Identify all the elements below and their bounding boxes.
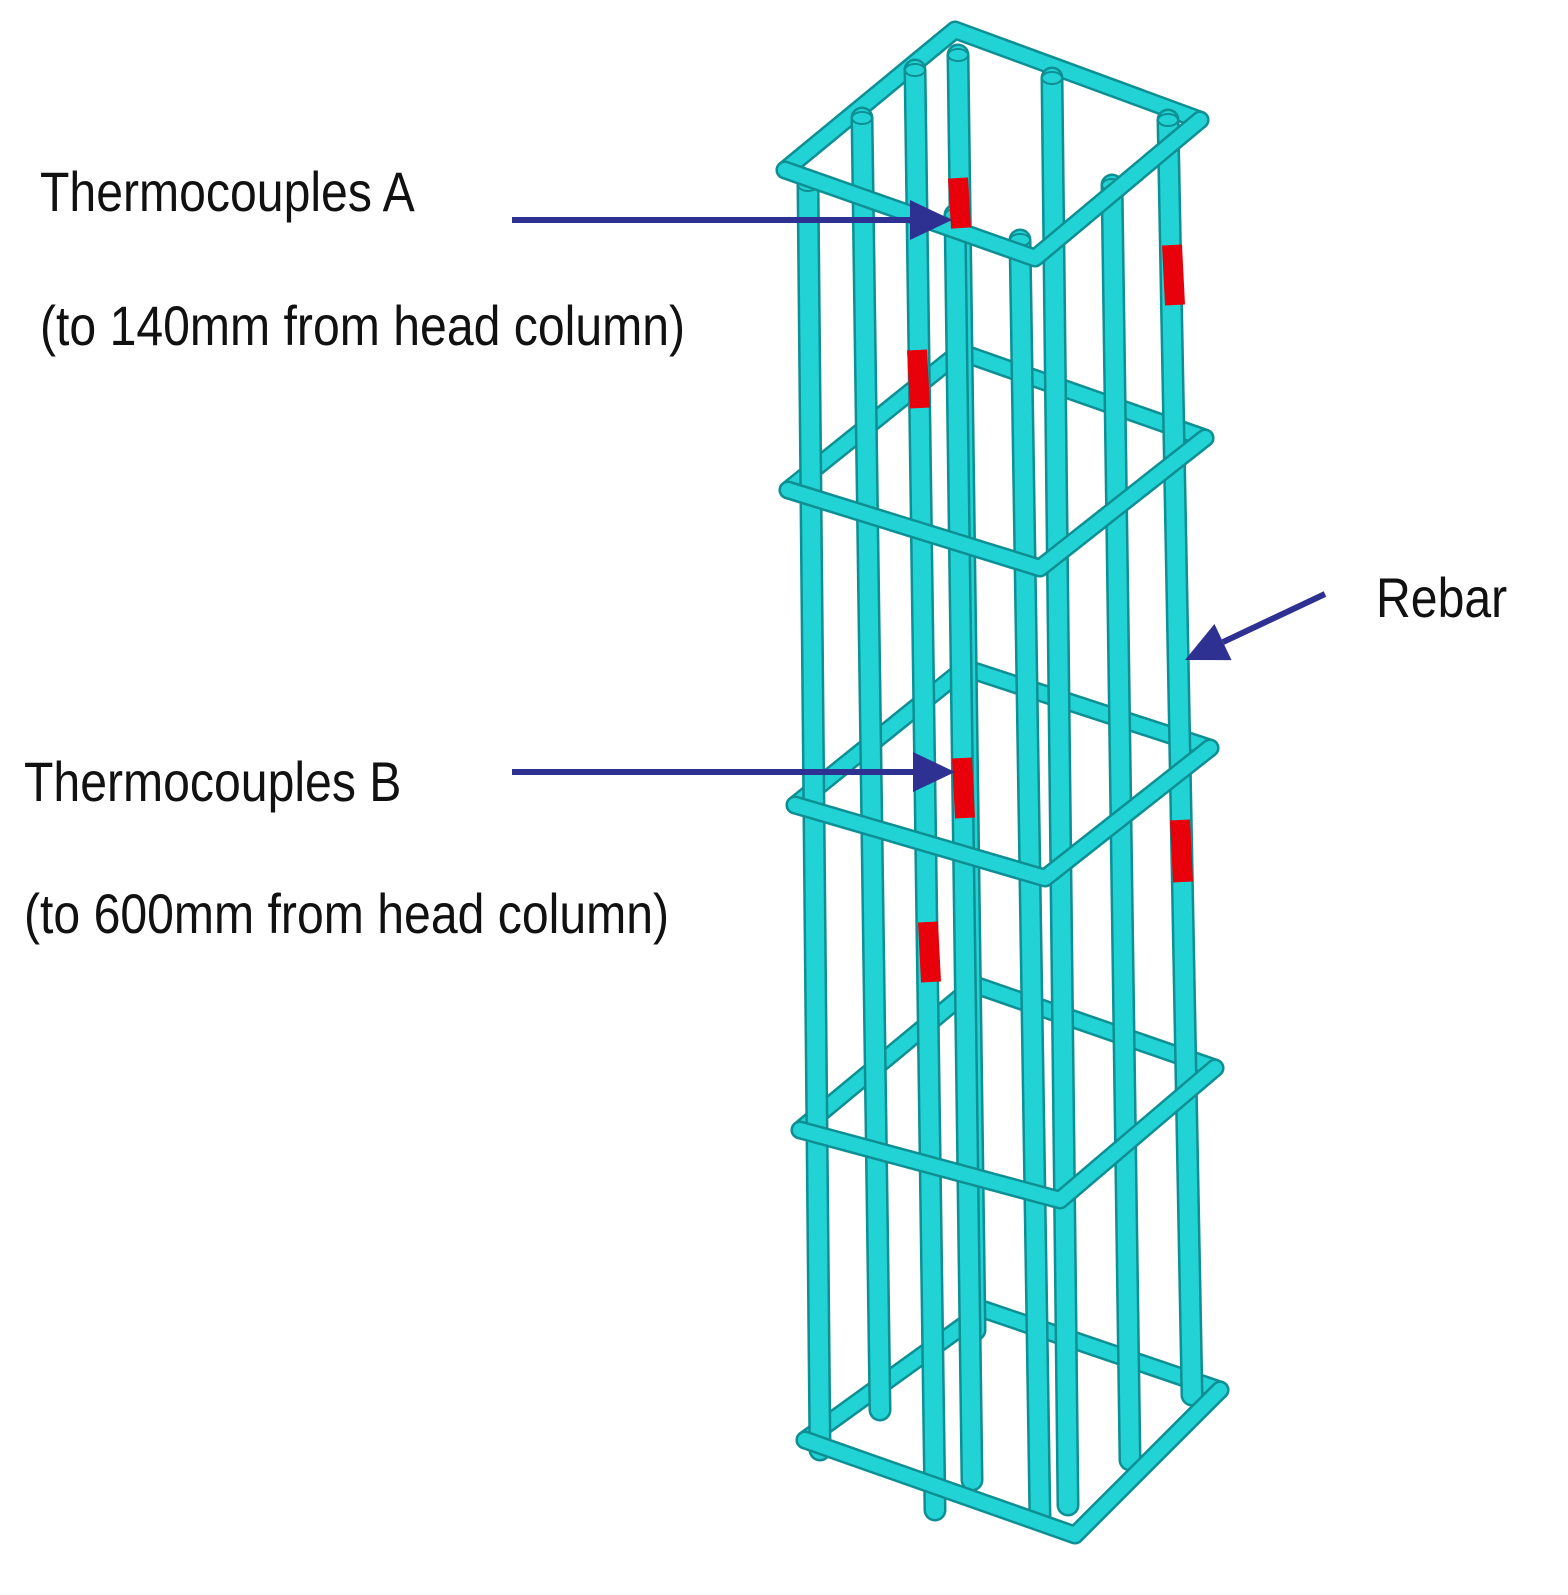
thermocouple-marker-5 <box>1170 819 1193 883</box>
tie-5-front-edge <box>798 1383 1227 1542</box>
thermocouples-b-location-note: (to 600mm from head column) <box>24 882 670 945</box>
rebar-arrow-head <box>1185 623 1232 661</box>
longitudinal-bar-2 <box>853 109 889 1419</box>
longitudinal-bar-5 <box>1043 69 1077 1514</box>
thermocouple-marker-2 <box>1162 244 1185 306</box>
rebar-arrow-shaft <box>1221 591 1327 645</box>
longitudinal-bar-7 <box>1159 111 1201 1404</box>
tie-4-back-edge-outline <box>790 975 1225 1140</box>
longitudinal-bars <box>796 43 1204 1532</box>
pointer-arrows <box>512 200 1327 792</box>
longitudinal-bar-3 <box>906 61 944 1519</box>
thermocouples-b-arrow-head <box>913 752 955 792</box>
tie-5-back-edge <box>798 1303 1227 1447</box>
thermocouple-marker-1 <box>948 177 971 229</box>
cage-front-layer <box>775 110 1230 1545</box>
tie-3-back-edge-outline <box>785 658 1220 815</box>
tie-2-front-edge <box>781 431 1212 575</box>
tie-3-front-edge <box>788 741 1217 885</box>
thermocouples-b-label: Thermocouples B <box>24 750 402 813</box>
rebar-label: Rebar <box>1376 566 1508 629</box>
thermocouple-marker-4 <box>952 757 975 819</box>
tie-4-front-edge <box>793 1061 1222 1207</box>
tie-1-front-edge <box>778 113 1207 265</box>
bar-end-cap-4 <box>947 48 969 62</box>
thermocouples-a-arrow-head <box>910 200 952 240</box>
thermocouple-marker-6 <box>918 921 941 983</box>
thermocouple-marker-3 <box>907 349 930 409</box>
bar-end-cap-2 <box>851 111 873 125</box>
bar-end-cap-7 <box>1157 113 1179 127</box>
bar-end-cap-3 <box>904 63 926 77</box>
tie-4-back-edge <box>793 978 1222 1137</box>
thermocouples-a-location-note: (to 140mm from head column) <box>40 294 686 357</box>
bar-end-cap-5 <box>1041 71 1063 85</box>
tie-1-back-edge <box>778 23 1207 177</box>
thermocouples-a-label: Thermocouples A <box>40 160 415 223</box>
thermocouple-markers <box>907 177 1193 983</box>
